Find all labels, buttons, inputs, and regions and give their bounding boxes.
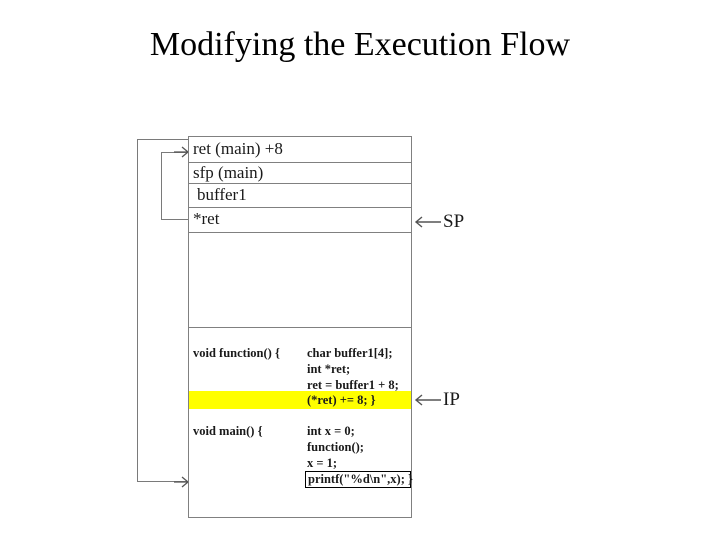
inner-connector-bracket [161,152,189,220]
page-title: Modifying the Execution Flow [149,26,571,63]
stack-slot-label: sfp (main) [193,163,264,182]
stack-pointer-label: SP [443,211,465,232]
stack-slot-sfp-main: sfp (main) [189,163,411,183]
stack-slot-ret-main-plus8: ret (main) +8 [189,139,411,159]
instruction-pointer-highlight: (*ret) += 8; } [189,391,411,409]
stack-divider-1 [189,162,411,163]
stack-slot-ret-pointer: *ret [189,209,411,229]
arrow-left-icon [414,216,441,228]
instruction-pointer-label: IP [443,389,460,410]
stack-slot-label: buffer1 [197,185,247,204]
main-signature: void main() { [193,424,263,438]
arrow-left-icon [414,394,441,406]
stack-slot-label: ret (main) +8 [193,139,283,158]
outer-connector-bracket [137,139,189,482]
stack-divider-4 [189,232,411,233]
main-code-line: function(); [307,440,364,454]
function-signature: void function() { [193,346,280,360]
printf-boxed-line: printf("%d\n",x); } [305,471,413,488]
main-code-line: x = 1; [307,456,338,470]
function-code-line: ret = buffer1 + 8; [307,378,399,392]
main-code-line: int x = 0; [307,424,355,438]
stack-slot-buffer1: buffer1 [189,185,411,205]
stack-divider-5 [189,327,411,328]
stack-slot-label: *ret [193,209,220,228]
highlighted-code-line: (*ret) += 8; } [307,393,376,407]
function-code-line: int *ret; [307,362,351,376]
printf-code-line: printf("%d\n",x); } [308,472,413,486]
stack-divider-2 [189,183,411,184]
stack-divider-3 [189,207,411,208]
stack-diagram-box: ret (main) +8 sfp (main) buffer1 *ret vo… [188,136,413,518]
function-code-line: char buffer1[4]; [307,346,393,360]
